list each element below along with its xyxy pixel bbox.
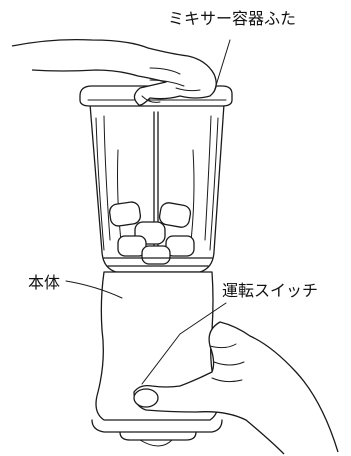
bottom-hand-icon bbox=[133, 321, 339, 455]
blender-body bbox=[91, 271, 223, 447]
ice-cubes bbox=[109, 201, 195, 265]
top-hand-icon bbox=[11, 38, 217, 106]
switch-leader-line bbox=[141, 302, 227, 385]
mixer-container bbox=[89, 103, 225, 273]
body-label: 本体 bbox=[28, 273, 60, 292]
lid-label: ミキサー容器ふた bbox=[168, 9, 296, 28]
switch-label: 運転スイッチ bbox=[222, 281, 318, 300]
lid-leader-line bbox=[213, 39, 231, 93]
body-leader-line bbox=[65, 280, 123, 299]
